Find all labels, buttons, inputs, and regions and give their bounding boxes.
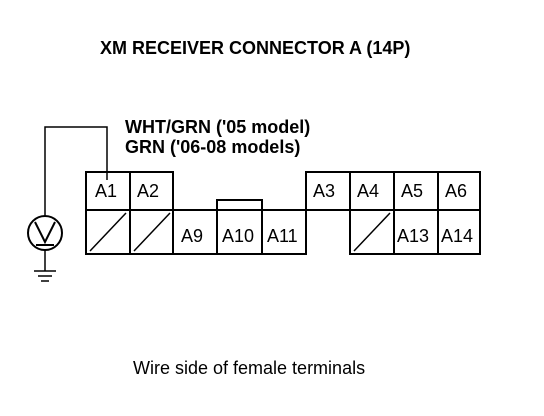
connector-left-block: A1 A2 A9 A10 A11 — [85, 171, 307, 255]
pin-label-a1: A1 — [95, 181, 117, 201]
pin-label-a6: A6 — [445, 181, 467, 201]
diagram-caption: Wire side of female terminals — [133, 358, 365, 378]
wire-color-label-05: WHT/GRN ('05 model) — [125, 117, 310, 137]
connector-right-block: A3 A4 A5 A6 A13 A14 — [305, 171, 481, 255]
unused-terminal-slash — [89, 212, 127, 252]
wire-color-label-06-08: GRN ('06-08 models) — [125, 137, 300, 157]
unused-terminal-slash — [353, 212, 391, 252]
pin-label-a9: A9 — [181, 226, 203, 246]
pin-label-a2: A2 — [137, 181, 159, 201]
pin-label-a14: A14 — [441, 226, 473, 246]
pin-label-a10: A10 — [222, 226, 254, 246]
ground-icon — [34, 250, 56, 282]
pin-label-a5: A5 — [401, 181, 423, 201]
pin-label-a4: A4 — [357, 181, 379, 201]
unused-terminal-slash — [133, 212, 171, 252]
pin-label-a11: A11 — [267, 226, 298, 246]
diagram-title: XM RECEIVER CONNECTOR A (14P) — [100, 38, 410, 58]
pin-label-a13: A13 — [397, 226, 429, 246]
voltmeter-icon — [27, 215, 63, 251]
probe-wire — [44, 126, 108, 216]
pin-label-a3: A3 — [313, 181, 335, 201]
